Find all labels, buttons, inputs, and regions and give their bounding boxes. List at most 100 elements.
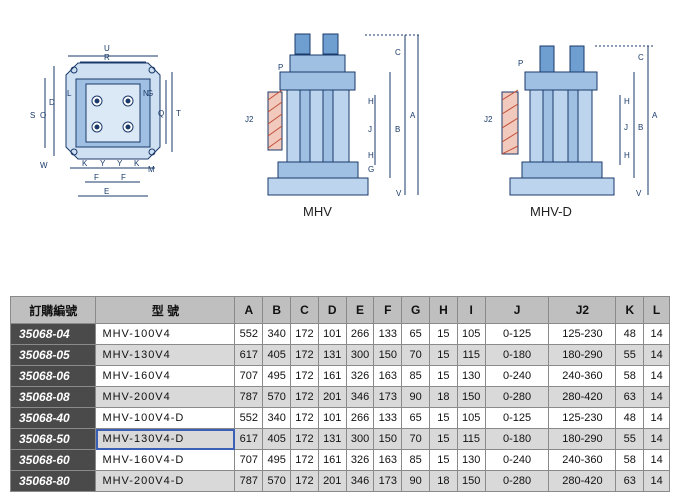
dim-label: T [176, 109, 181, 118]
table-cell: 14 [643, 407, 670, 429]
table-cell: 18 [429, 470, 458, 492]
table-cell: 570 [262, 386, 292, 408]
table-cell: 787 [234, 386, 264, 408]
table-cell: 0-240 [484, 449, 550, 471]
dim-label: A [652, 111, 658, 120]
dim-label: J2 [484, 115, 493, 124]
top-view-drawing [44, 55, 173, 197]
table-cell: 552 [234, 407, 264, 429]
table-cell: 280-420 [548, 470, 617, 492]
table-cell: 161 [317, 365, 347, 387]
order-number-cell: 35068-50 [9, 428, 97, 450]
table-cell: 266 [345, 323, 375, 345]
table-cell: 240-360 [548, 449, 617, 471]
table-cell: 161 [317, 449, 347, 471]
dim-label: L [67, 89, 72, 98]
table-cell: 133 [373, 407, 403, 429]
order-number-cell: 35068-06 [9, 365, 97, 387]
model-cell[interactable]: MHV-130V4-D [95, 428, 236, 450]
table-cell: 18 [429, 386, 458, 408]
table-cell: 787 [234, 470, 264, 492]
model-cell: MHV-200V4-D [95, 470, 236, 492]
table-cell: 58 [615, 365, 645, 387]
model-cell: MHV-130V4 [95, 344, 236, 366]
dim-label: A [410, 111, 416, 120]
table-cell: 280-420 [548, 386, 617, 408]
table-cell: 0-125 [484, 407, 550, 429]
dim-label: G [147, 89, 153, 98]
table-cell: 63 [615, 470, 645, 492]
table-cell: 495 [262, 365, 292, 387]
top-view-dimension-labels: U R S O D L N G T Q W K Y Y K M F F E [30, 44, 181, 196]
table-cell: 70 [401, 344, 431, 366]
column-header: 型 號 [95, 296, 236, 324]
table-cell: 346 [345, 386, 375, 408]
dim-label: U [104, 44, 110, 53]
table-cell: 90 [401, 386, 431, 408]
dim-label: H [368, 151, 374, 160]
table-cell: 105 [456, 407, 486, 429]
table-cell: 150 [456, 470, 486, 492]
table-cell: 63 [615, 386, 645, 408]
dim-label: S [30, 111, 35, 120]
table-cell: 163 [373, 449, 403, 471]
table-cell: 707 [234, 365, 264, 387]
column-header: 訂購編號 [9, 296, 97, 324]
table-cell: 15 [429, 428, 458, 450]
dim-label: F [121, 173, 126, 182]
table-cell: 266 [345, 407, 375, 429]
table-cell: 570 [262, 470, 292, 492]
column-header: E [345, 296, 375, 324]
table-cell: 70 [401, 428, 431, 450]
table-cell: 0-180 [484, 344, 550, 366]
table-cell: 552 [234, 323, 264, 345]
dim-label: B [395, 125, 400, 134]
table-cell: 55 [615, 344, 645, 366]
column-header: I [456, 296, 486, 324]
column-header: J [484, 296, 550, 324]
table-cell: 201 [317, 470, 347, 492]
table-cell: 300 [345, 344, 375, 366]
table-cell: 172 [290, 365, 319, 387]
dim-label: Y [117, 159, 123, 168]
dim-label: D [49, 98, 55, 107]
dim-label: P [278, 63, 283, 72]
order-number-cell: 35068-05 [9, 344, 97, 366]
table-cell: 240-360 [548, 365, 617, 387]
table-cell: 340 [262, 407, 292, 429]
table-cell: 326 [345, 449, 375, 471]
technical-drawings: U R S O D L N G T Q W K Y Y K M F F E [30, 33, 658, 219]
column-header: F [373, 296, 403, 324]
order-number-cell: 35068-60 [9, 449, 97, 471]
column-header: A [234, 296, 264, 324]
table-cell: 15 [429, 323, 458, 345]
dim-label: O [40, 111, 46, 120]
table-cell: 405 [262, 428, 292, 450]
table-cell: 172 [290, 323, 319, 345]
table-cell: 14 [643, 344, 670, 366]
table-cell: 130 [456, 365, 486, 387]
dim-label: B [638, 123, 643, 132]
column-header: J2 [548, 296, 617, 324]
table-cell: 14 [643, 323, 670, 345]
table-cell: 0-280 [484, 386, 550, 408]
table-cell: 405 [262, 344, 292, 366]
mhv-dimension-labels: P C J2 H J H B A G V [245, 48, 416, 198]
table-cell: 173 [373, 470, 403, 492]
table-cell: 85 [401, 449, 431, 471]
order-number-cell: 35068-04 [9, 323, 97, 345]
table-cell: 105 [456, 323, 486, 345]
dim-label: F [94, 173, 99, 182]
dim-label: K [82, 159, 88, 168]
table-cell: 15 [429, 449, 458, 471]
column-header: D [317, 296, 347, 324]
column-header: H [429, 296, 458, 324]
dim-label: E [104, 187, 109, 196]
table-cell: 55 [615, 428, 645, 450]
table-cell: 707 [234, 449, 264, 471]
dim-label: W [40, 161, 48, 170]
column-header: G [401, 296, 431, 324]
